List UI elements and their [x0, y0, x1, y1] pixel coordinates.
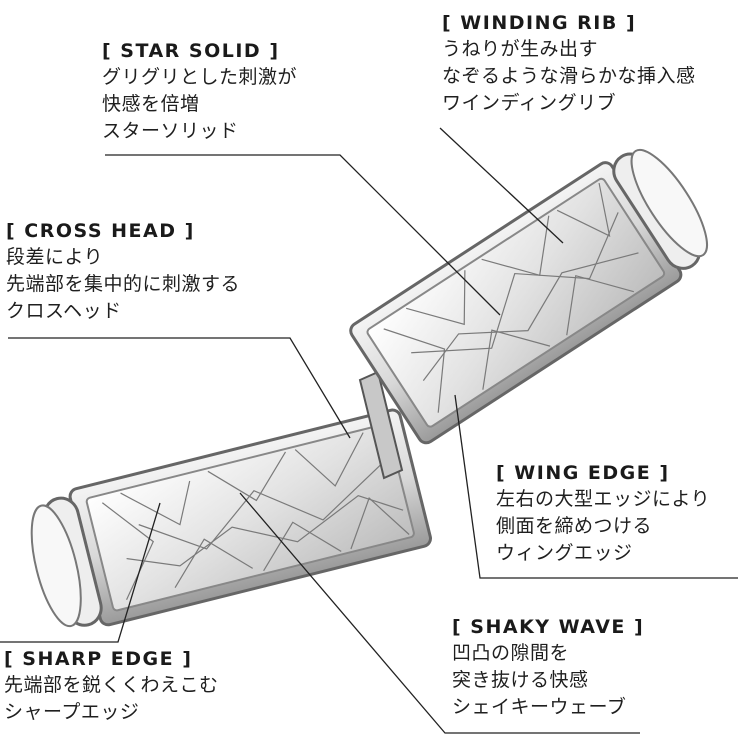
label-line: 突き抜ける快感 [452, 669, 589, 691]
label-line: 先端部を集中的に刺激する [6, 273, 241, 295]
sleeve-hinge [358, 370, 404, 480]
label-line: なぞるような滑らかな挿入感 [442, 65, 696, 87]
leader-wing-edge [454, 394, 738, 579]
label-line: グリグリとした刺激が [102, 66, 298, 88]
label-shaky-wave: [ SHAKY WAVE ] 凹凸の隙間を 突き抜ける快感 シェイキーウェーブ [452, 614, 644, 721]
label-line: 先端部を鋭くくわえこむ [4, 674, 219, 696]
label-line: シェイキーウェーブ [452, 696, 627, 718]
leader-cross-head [8, 337, 351, 439]
label-line: 凹凸の隙間を [452, 642, 570, 664]
label-line: 側面を締めつける [496, 515, 653, 537]
label-line: スターソリッド [102, 120, 239, 142]
label-star-solid: [ STAR SOLID ] グリグリとした刺激が 快感を倍増 スターソリッド [102, 38, 297, 145]
inner-ridges-left [101, 432, 410, 601]
leader-sharp-edge [0, 502, 161, 643]
label-title: [ SHARP EDGE ] [4, 648, 193, 670]
label-line: ワインディングリブ [442, 92, 617, 114]
leader-winding-rib [439, 127, 564, 244]
label-wing-edge: [ WING EDGE ] 左右の大型エッジにより 側面を締めつける ウィングエ… [496, 460, 710, 567]
label-line: 段差により [6, 246, 104, 268]
label-title: [ CROSS HEAD ] [6, 220, 195, 242]
label-line: 左右の大型エッジにより [496, 488, 711, 510]
leader-star-solid [105, 154, 501, 316]
leader-shaky-wave [239, 492, 640, 734]
sleeve-right-half [349, 148, 708, 445]
label-title: [ SHAKY WAVE ] [452, 616, 645, 638]
label-title: [ WING EDGE ] [496, 462, 670, 484]
label-line: 快感を倍増 [102, 93, 200, 115]
label-cross-head: [ CROSS HEAD ] 段差により 先端部を集中的に刺激する クロスヘッド [6, 218, 240, 325]
label-line: うねりが生み出す [442, 38, 599, 60]
label-title: [ STAR SOLID ] [102, 40, 280, 62]
label-line: クロスヘッド [6, 300, 122, 322]
label-sharp-edge: [ SHARP EDGE ] 先端部を鋭くくわえこむ シャープエッジ [4, 646, 219, 726]
label-line: ウィングエッジ [496, 542, 633, 564]
inner-ridges-right [383, 182, 639, 413]
label-line: シャープエッジ [4, 701, 140, 723]
label-title: [ WINDING RIB ] [442, 12, 637, 34]
label-winding-rib: [ WINDING RIB ] うねりが生み出す なぞるような滑らかな挿入感 ワ… [442, 10, 696, 117]
sleeve-left-half [30, 408, 432, 628]
